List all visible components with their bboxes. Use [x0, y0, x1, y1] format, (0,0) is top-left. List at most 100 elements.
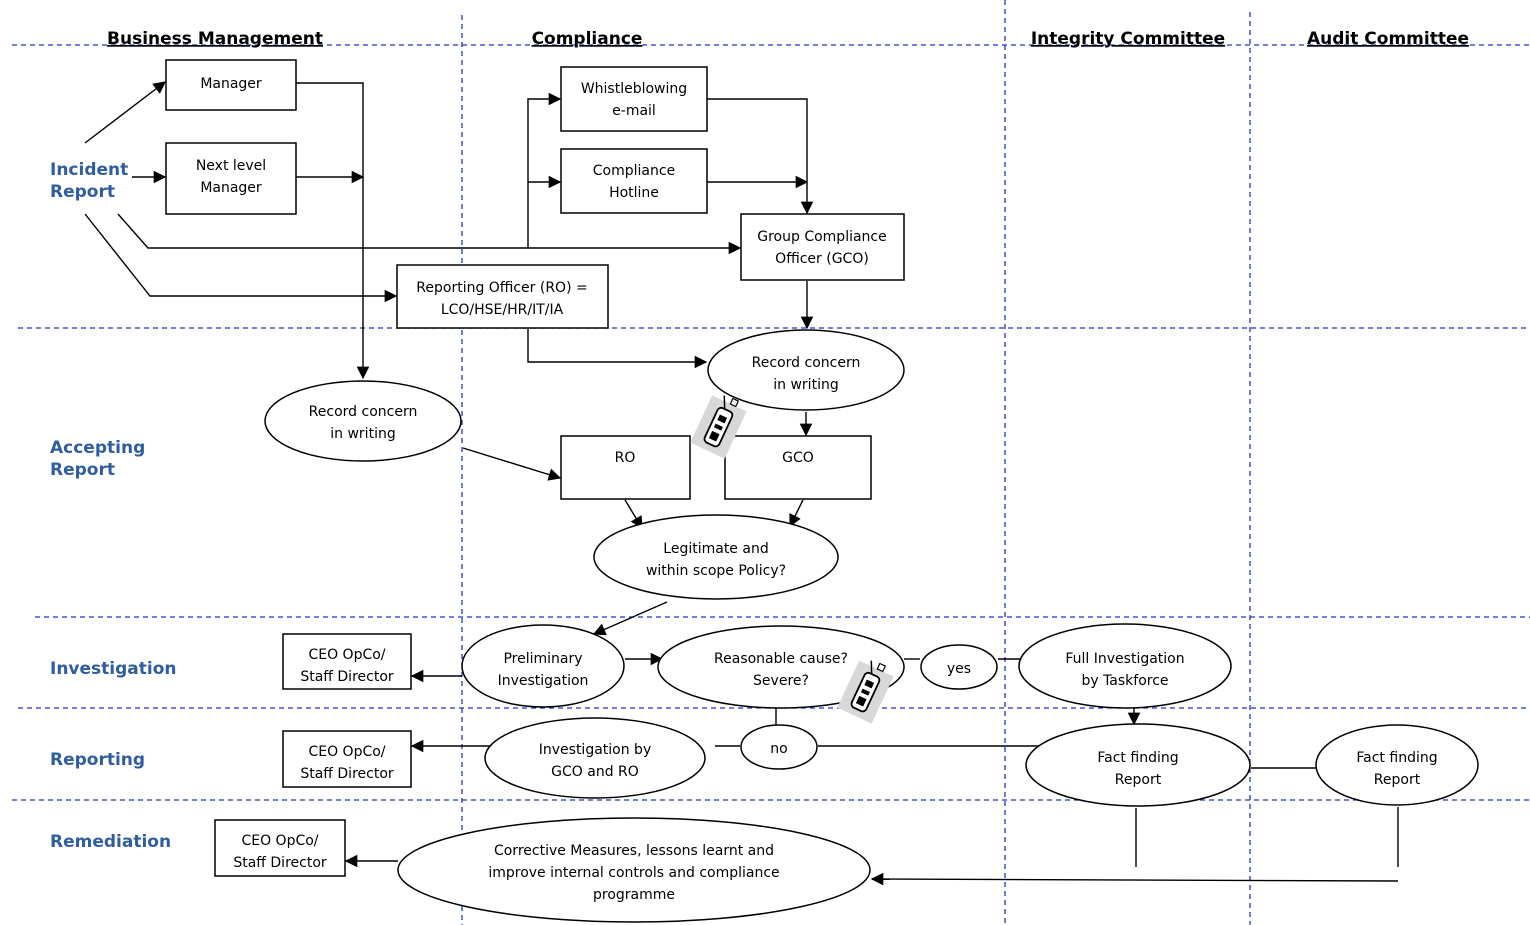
text-line: Preliminary	[503, 651, 582, 667]
text-line: Fact finding	[1097, 750, 1178, 766]
node-ceo-remediation: CEO OpCo/Staff Director	[214, 819, 346, 877]
node-investigation-gco-ro-label: Investigation by GCO and RO	[539, 742, 651, 780]
text-line: Hotline	[609, 185, 659, 201]
node-manager: Manager	[165, 59, 297, 111]
connector-incident-to-gco	[117, 213, 742, 255]
text-line: Full Investigation	[1065, 651, 1184, 667]
text-line: Reporting Officer (RO) =	[416, 280, 587, 296]
node-ceo-reporting-label: CEO OpCo/Staff Director	[300, 744, 394, 782]
text-line: in writing	[330, 426, 395, 442]
text-line: within scope Policy?	[646, 563, 786, 579]
text-line: e-mail	[612, 103, 656, 119]
connector-ro-box-to-record-concern	[527, 329, 708, 369]
node-ceo-remediation-label: CEO OpCo/Staff Director	[233, 833, 327, 871]
lane-header-compliance: Compliance	[532, 29, 643, 49]
node-no-label: no	[770, 741, 787, 757]
text-line: Reasonable cause?	[714, 651, 848, 667]
connector-whistleblowing-to-gco	[707, 98, 814, 215]
text-line: Legitimate and	[663, 541, 768, 557]
text-line: yes	[947, 661, 971, 677]
connector-incident-to-ro	[84, 213, 398, 303]
connector-record-bm-to-ro-box	[462, 447, 562, 481]
connector-ro-to-whistleblowing	[527, 92, 562, 248]
text-line: Next level	[196, 158, 266, 174]
node-legitimate-scope: Legitimate and within scope Policy?	[593, 514, 839, 600]
text-line: in writing	[773, 377, 838, 393]
text-line: Investigation	[50, 659, 177, 679]
text-line: Report	[50, 460, 115, 480]
node-ro: RO	[560, 435, 691, 500]
node-no: no	[740, 724, 818, 770]
lane-headers: Business Management Compliance Integrity…	[107, 29, 1469, 49]
text-line: Group Compliance	[757, 229, 886, 245]
text-line: Remediation	[50, 832, 171, 852]
connector-ro-to-legitimate	[624, 499, 643, 530]
text-line: Accepting	[50, 438, 145, 458]
text-line: Corrective Measures, lessons learnt and	[494, 843, 774, 859]
text-line: CEO OpCo/	[241, 833, 318, 849]
text-line: Severe?	[753, 673, 809, 689]
node-gco-label: GCO	[782, 450, 814, 466]
text-line: Investigation by	[539, 742, 651, 758]
node-corrective-measures: Corrective Measures, lessons learnt and i…	[397, 817, 871, 923]
node-ceo-reporting: CEO OpCo/Staff Director	[282, 730, 412, 788]
text-line: improve internal controls and compliance	[488, 865, 779, 881]
text-line: Investigation	[498, 673, 589, 689]
node-ceo-investigation-label: CEO OpCo/Staff Director	[300, 647, 394, 685]
text-line: CEO OpCo/	[308, 647, 385, 663]
text-line: no	[770, 741, 787, 757]
text-line: Officer (GCO)	[775, 251, 869, 267]
connector-to-corrective	[870, 872, 1399, 886]
connector-legitimate-to-preliminary	[592, 601, 668, 636]
row-separators	[12, 44, 1530, 801]
node-reasonable-cause-label: Reasonable cause? Severe?	[714, 651, 848, 689]
connectors	[84, 81, 1399, 886]
text-line: programme	[593, 887, 675, 903]
connector-gco-to-legitimate	[789, 499, 804, 528]
lane-header-business-management: Business Management	[107, 29, 323, 49]
node-corrective-measures-label: Corrective Measures, lessons learnt and i…	[488, 843, 779, 903]
node-whistleblowing-email-label: Whistleblowing e-mail	[581, 81, 687, 119]
row-label-remediation: Remediation	[50, 832, 171, 852]
text-line: Record concern	[309, 404, 418, 420]
node-ceo-investigation: CEO OpCo/Staff Director	[282, 633, 412, 690]
text-line: by Taskforce	[1081, 673, 1168, 689]
handheld-device-icon	[690, 395, 747, 459]
text-line: Whistleblowing	[581, 81, 687, 97]
lane-header-audit-committee: Audit Committee	[1307, 29, 1469, 49]
node-record-concern-bm: Record concern in writing	[264, 380, 462, 462]
text-line: GCO and RO	[551, 764, 639, 780]
handheld-device-icon	[837, 660, 894, 724]
connector-manager-down	[296, 82, 364, 180]
lane-separators	[461, 0, 1251, 925]
text-line: Report	[1115, 772, 1162, 788]
node-gco: GCO	[724, 435, 872, 500]
text-line: Staff Director	[300, 766, 394, 782]
text-line: Staff Director	[300, 669, 394, 685]
text-line: Manager	[200, 180, 262, 196]
text-line: Incident	[50, 160, 128, 180]
node-manager-label: Manager	[200, 76, 262, 92]
text-line: GCO	[782, 450, 814, 466]
text-line: Report	[1374, 772, 1421, 788]
node-ro-label: RO	[615, 450, 636, 466]
text-line: LCO/HSE/HR/IT/IA	[441, 302, 564, 318]
text-line: Fact finding	[1356, 750, 1437, 766]
node-whistleblowing-email: Whistleblowing e-mail	[560, 66, 708, 132]
row-label-reporting: Reporting	[50, 750, 145, 770]
